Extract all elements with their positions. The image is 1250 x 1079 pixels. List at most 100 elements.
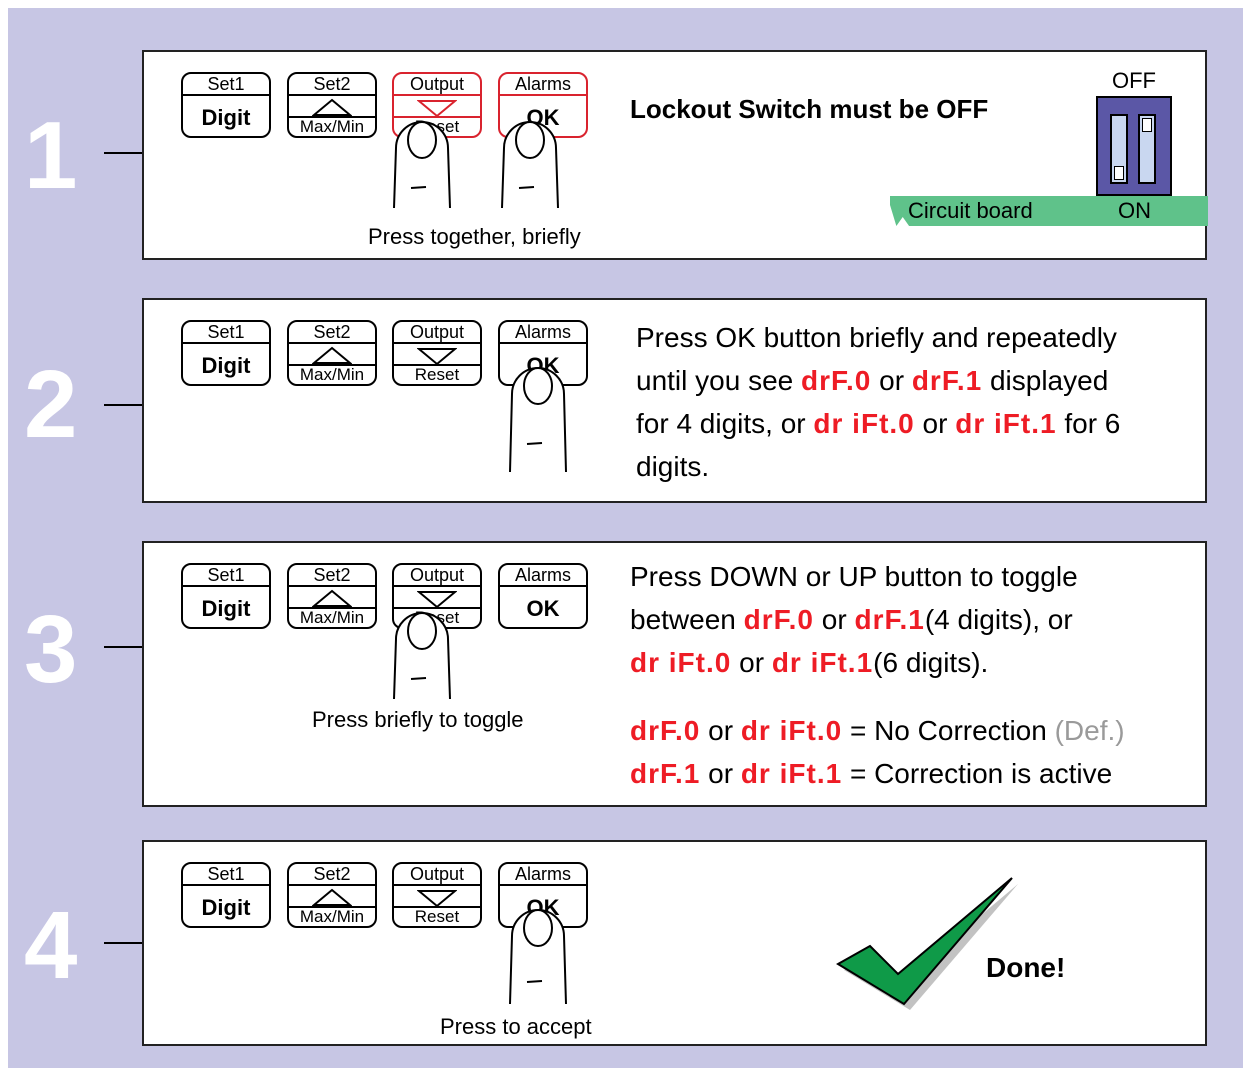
- finger-icon: [393, 612, 451, 699]
- ok-button[interactable]: Alarms OK: [498, 563, 588, 629]
- switch-lever-2: [1142, 118, 1152, 132]
- up-button[interactable]: Set2 Max/Min: [287, 862, 377, 928]
- down-button[interactable]: Output Reset: [392, 320, 482, 386]
- step-3-instructions: Press DOWN or UP button to toggle betwee…: [630, 555, 1200, 684]
- legend-correction-active: drF.1 or dr iFt.1 = Correction is active: [630, 758, 1113, 789]
- set1-label: Set1: [183, 864, 269, 886]
- set2-label: Set2: [289, 74, 375, 96]
- code-drf1: drF.1: [911, 365, 983, 396]
- code-drf0: drF.0: [743, 604, 814, 635]
- step-2-line-4: digits.: [636, 451, 710, 482]
- down-arrow-icon: [417, 890, 457, 908]
- up-arrow-icon: [312, 346, 352, 364]
- step-2-line-1: Press OK button briefly and repeatedly: [636, 322, 1117, 353]
- step-2-connector: [104, 404, 142, 406]
- set1-label: Set1: [183, 322, 269, 344]
- digit-button[interactable]: Set1 Digit: [181, 320, 271, 386]
- step-3-number: 3: [24, 596, 77, 703]
- checkmark-icon: [836, 877, 1018, 1010]
- default-marker: (Def.): [1054, 715, 1125, 746]
- maxmin-label: Max/Min: [289, 906, 375, 926]
- ok-label: OK: [526, 596, 560, 621]
- done-label: Done!: [986, 952, 1066, 983]
- finger-icon: [393, 121, 451, 208]
- output-label: Output: [394, 565, 480, 587]
- step-2-number: 2: [24, 351, 77, 458]
- switch-on-label: ON: [1118, 198, 1151, 223]
- down-button[interactable]: Output Reset: [392, 862, 482, 928]
- code-drift1: dr iFt.1: [771, 647, 874, 678]
- step-4-panel: Set1 Digit Set2 Max/Min Output Reset Ala…: [142, 840, 1207, 1046]
- step-4-caption: Press to accept: [440, 1014, 592, 1039]
- down-arrow-icon: [417, 591, 457, 609]
- step-3-connector: [104, 646, 142, 648]
- output-label: Output: [394, 864, 480, 886]
- set2-label: Set2: [289, 565, 375, 587]
- up-arrow-icon: [312, 589, 352, 607]
- down-arrow-icon: [417, 348, 457, 366]
- switch-lever-1: [1114, 166, 1124, 180]
- alarms-label: Alarms: [500, 565, 586, 587]
- alarms-label: Alarms: [500, 864, 586, 886]
- up-button[interactable]: Set2 Max/Min: [287, 563, 377, 629]
- finger-icon: [501, 121, 559, 208]
- code-drf0: drF.0: [801, 365, 872, 396]
- maxmin-label: Max/Min: [289, 364, 375, 384]
- digit-button[interactable]: Set1 Digit: [181, 862, 271, 928]
- step-1-number: 1: [24, 102, 77, 209]
- lockout-heading: Lockout Switch must be OFF: [630, 94, 989, 124]
- up-arrow-icon: [312, 98, 352, 116]
- step-4-connector: [104, 942, 142, 944]
- step-1-panel: Set1 Digit Set2 Max/Min Output Reset Ala…: [142, 50, 1208, 260]
- lockout-switch: [1096, 96, 1172, 196]
- code-drift0: dr iFt.0: [630, 647, 732, 678]
- step-1-caption: Press together, briefly: [368, 224, 581, 249]
- reset-label: Reset: [394, 364, 480, 384]
- set2-label: Set2: [289, 322, 375, 344]
- step-3-caption: Press briefly to toggle: [312, 707, 524, 732]
- legend-no-correction: drF.0 or dr iFt.0 = No Correction (Def.): [630, 715, 1125, 746]
- switch-slot-2: [1138, 114, 1156, 184]
- step-3-legend: drF.0 or dr iFt.0 = No Correction (Def.)…: [630, 709, 1200, 795]
- step-2-line-2: until you see drF.0 or drF.1 displayed: [636, 365, 1109, 396]
- alarms-label: Alarms: [500, 322, 586, 344]
- step-2-panel: Set1 Digit Set2 Max/Min Output Reset Ala…: [142, 298, 1207, 503]
- digit-label: Digit: [201, 895, 251, 920]
- down-arrow-icon: [417, 100, 457, 118]
- step-2-instructions: Press OK button briefly and repeatedly u…: [636, 316, 1196, 488]
- step-3-line-1: Press DOWN or UP button to toggle: [630, 561, 1078, 592]
- digit-label: Digit: [201, 353, 251, 378]
- circuit-board: [890, 196, 1208, 226]
- code-drift0: dr iFt.0: [813, 408, 915, 439]
- step-4-number: 4: [24, 892, 77, 999]
- up-button[interactable]: Set2 Max/Min: [287, 320, 377, 386]
- digit-button[interactable]: Set1 Digit: [181, 72, 271, 138]
- code-drift1: dr iFt.1: [955, 408, 1057, 439]
- step-3-panel: Set1 Digit Set2 Max/Min Output Reset Ala…: [142, 541, 1207, 807]
- step-1-connector: [104, 152, 142, 154]
- finger-icon: [509, 909, 567, 1005]
- switch-off-label: OFF: [1112, 68, 1156, 93]
- ok-button-highlighted[interactable]: Alarms OK: [498, 72, 588, 138]
- switch-slot-1: [1110, 114, 1128, 184]
- code-drf1: drF.1: [854, 604, 925, 635]
- circuit-board-label: Circuit board: [908, 198, 1033, 223]
- set1-label: Set1: [183, 565, 269, 587]
- output-label: Output: [394, 74, 480, 96]
- reset-label: Reset: [394, 906, 480, 926]
- alarms-label: Alarms: [500, 74, 586, 96]
- finger-icon: [509, 367, 567, 473]
- output-label: Output: [394, 322, 480, 344]
- up-arrow-icon: [312, 888, 352, 906]
- step-3-line-3: dr iFt.0 or dr iFt.1(6 digits).: [630, 647, 989, 678]
- set1-label: Set1: [183, 74, 269, 96]
- set2-label: Set2: [289, 864, 375, 886]
- maxmin-label: Max/Min: [289, 116, 375, 136]
- up-button[interactable]: Set2 Max/Min: [287, 72, 377, 138]
- step-2-line-3: for 4 digits, or dr iFt.0 or dr iFt.1 fo…: [636, 408, 1121, 439]
- maxmin-label: Max/Min: [289, 607, 375, 627]
- step-3-line-2: between drF.0 or drF.1(4 digits), or: [630, 604, 1073, 635]
- digit-label: Digit: [201, 105, 251, 130]
- digit-button[interactable]: Set1 Digit: [181, 563, 271, 629]
